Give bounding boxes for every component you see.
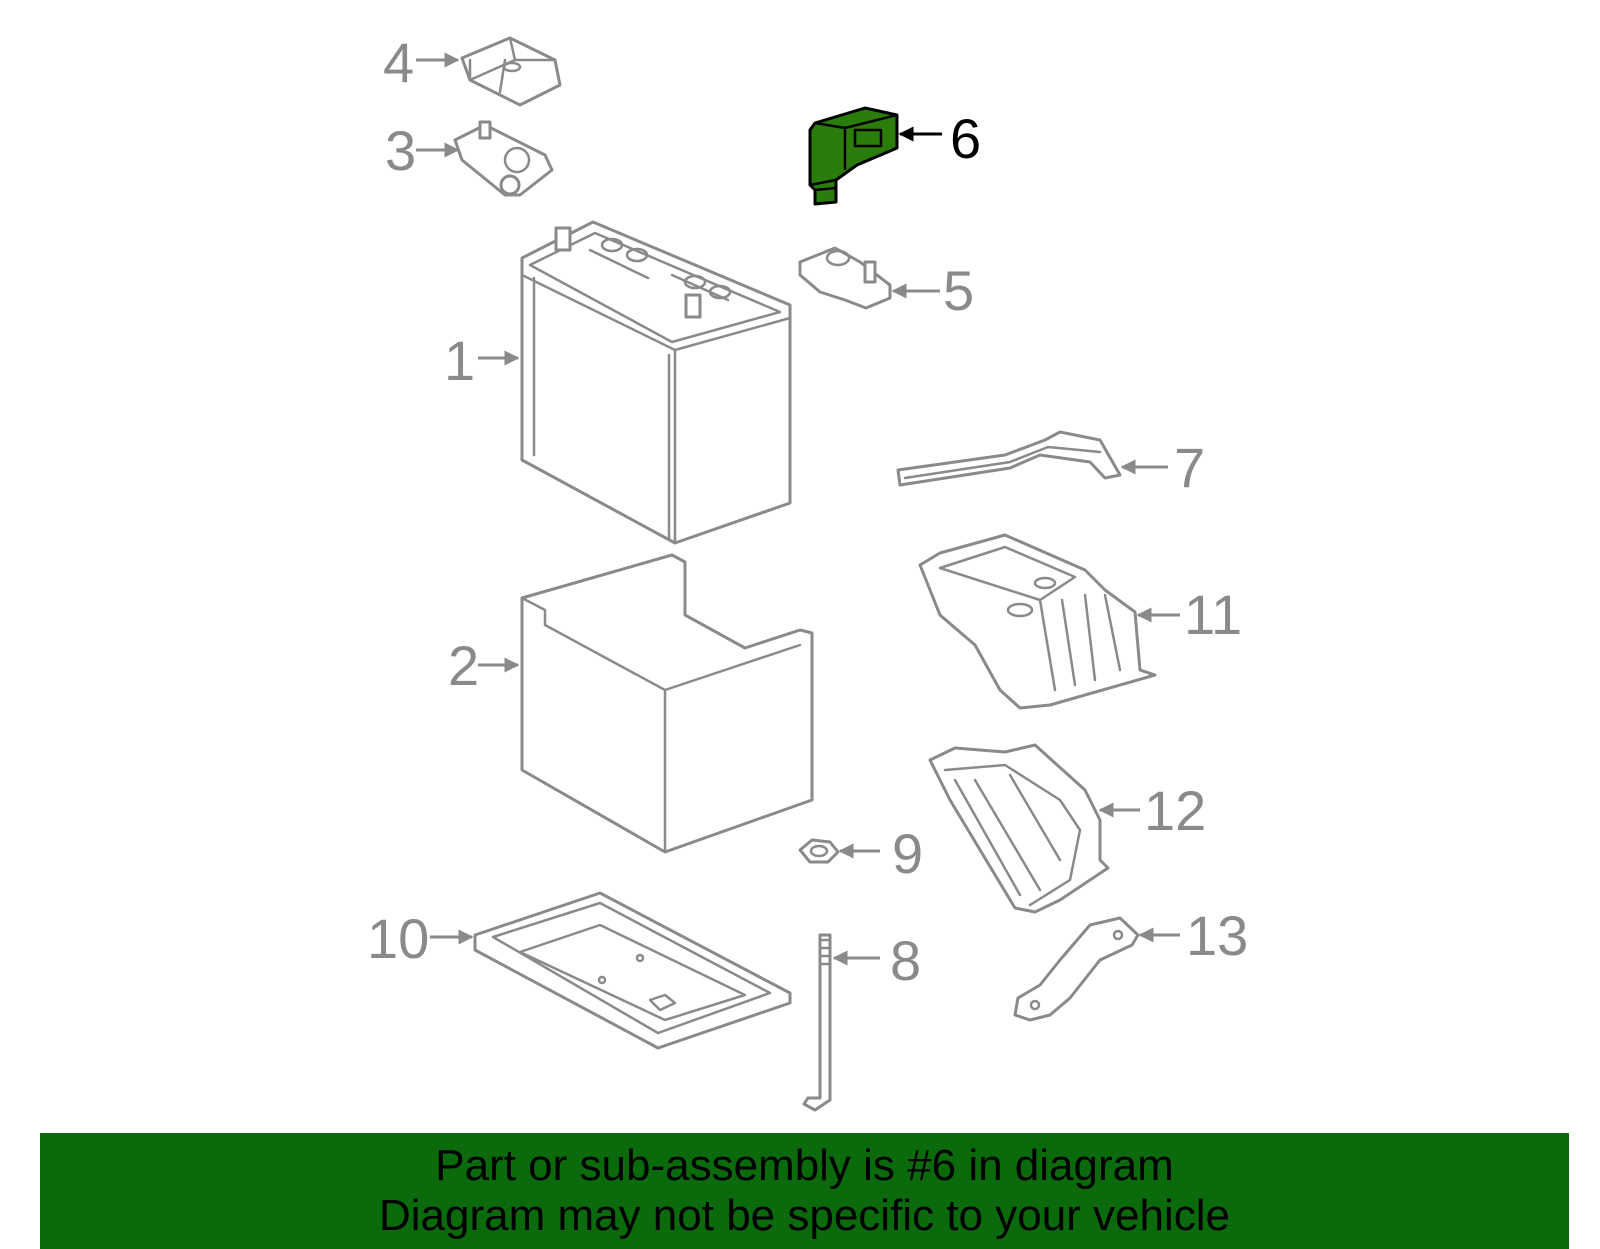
part-3-negative-terminal[interactable] — [453, 120, 554, 197]
callout-1: 1 — [444, 329, 475, 392]
callout-3: 3 — [385, 119, 416, 182]
callout-13: 13 — [1186, 904, 1248, 967]
part-5-positive-terminal[interactable] — [798, 246, 892, 310]
part-7-hold-down-clamp[interactable] — [896, 430, 1122, 487]
part-12-battery-duct[interactable] — [928, 743, 1110, 914]
part-11-battery-insulator[interactable] — [918, 533, 1157, 710]
part-9-nut[interactable] — [798, 838, 840, 864]
part-4-terminal-cover[interactable] — [460, 36, 562, 107]
callout-2: 2 — [448, 634, 479, 697]
callout-9: 9 — [892, 822, 923, 885]
banner-line-2: Diagram may not be specific to your vehi… — [378, 1191, 1231, 1240]
banner-line-1: Part or sub-assembly is #6 in diagram — [435, 1141, 1174, 1190]
part-13-bracket[interactable] — [1013, 916, 1140, 1022]
callout-10: 10 — [367, 907, 429, 970]
callout-8: 8 — [890, 929, 921, 992]
part-8-hold-down-rod[interactable] — [802, 933, 832, 1112]
part-2-battery-box[interactable] — [520, 553, 814, 854]
callout-11: 11 — [1184, 583, 1242, 646]
callout-6: 6 — [950, 107, 981, 170]
part-1-battery[interactable] — [520, 220, 792, 545]
callout-5: 5 — [943, 259, 974, 322]
part-6-highlighted[interactable] — [808, 106, 899, 206]
part-10-battery-tray[interactable] — [473, 891, 792, 1050]
callout-4: 4 — [383, 31, 414, 94]
callout-7: 7 — [1174, 436, 1205, 499]
callout-12: 12 — [1144, 779, 1206, 842]
disclaimer-banner: Part or sub-assembly is #6 in diagram Di… — [40, 1133, 1569, 1249]
